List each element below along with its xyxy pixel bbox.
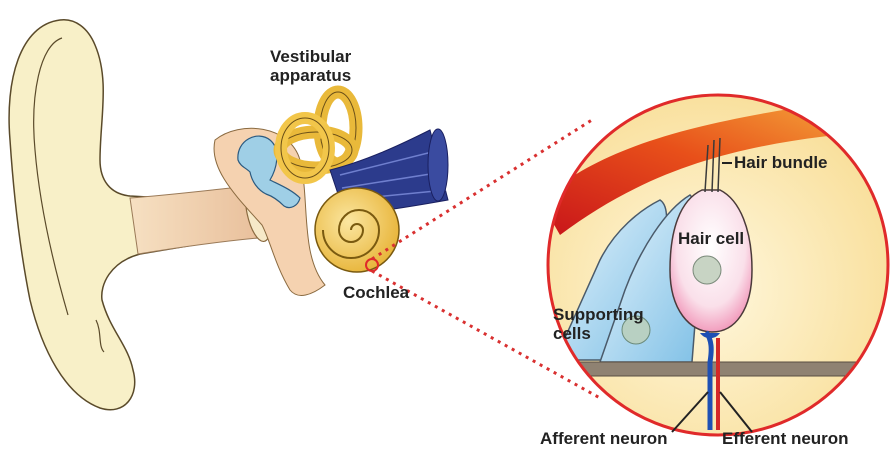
hair-bundle-label: Hair bundle (734, 154, 828, 172)
vestibular-label-line1: Vestibular (270, 48, 351, 66)
afferent-neuron-label: Afferent neuron (540, 430, 668, 448)
vestibular-label-line2: apparatus (270, 67, 351, 85)
vestibular-apparatus (280, 92, 356, 178)
efferent-neuron-label: Efferent neuron (722, 430, 849, 448)
hair-cell-label: Hair cell (678, 230, 744, 248)
hair-cell-zoom (540, 90, 896, 450)
cochlea (315, 188, 399, 272)
supporting-cells-label-line2: cells (553, 325, 591, 343)
cochlea-label: Cochlea (343, 284, 409, 302)
supporting-cells-label-line1: Supporting (553, 306, 644, 324)
